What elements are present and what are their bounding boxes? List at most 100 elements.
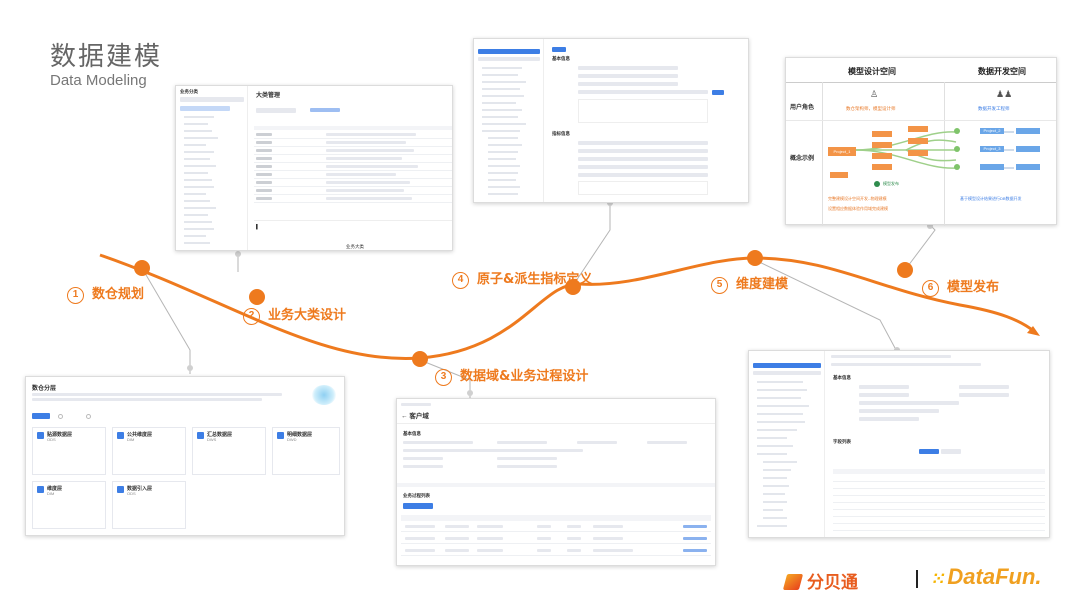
dimension-modeling-screenshot: 基本信息 字段列表 — [748, 350, 1050, 538]
metric-section-basic: 基本信息 — [552, 56, 570, 61]
step-dot-4 — [565, 279, 581, 295]
model-space-diagram: 模型设计空间 数据开发空间 用户角色 概念示例 ♙ 数仓架构师，模型设计师 ♟♟… — [785, 57, 1057, 226]
concept-publish: 模型发布 — [883, 181, 899, 186]
concept-project-3: Project_3 — [980, 146, 1004, 152]
concept-note-3: 基于模型设计结果进行DB数据开发 — [960, 196, 1022, 201]
page-subtitle: Data Modeling — [50, 72, 147, 89]
logo-separator — [916, 570, 918, 588]
step-1: 1 数仓规划 — [67, 283, 144, 304]
step-dot-2 — [249, 289, 265, 305]
step-5-number: 5 — [711, 277, 728, 294]
concept-project-1: Project_1 — [828, 147, 856, 156]
layer-card-2-title: 公共维度层 — [127, 432, 153, 438]
concept-col2-title: 数据开发空间 — [978, 67, 1026, 76]
category-footer-label: 业务大类 — [346, 244, 364, 249]
sidebar-title: 业务分类 — [180, 89, 198, 94]
datafun-text: DataFun. — [947, 564, 1042, 589]
step-6-number: 6 — [922, 280, 939, 297]
page-title: 数据建模 — [50, 42, 163, 72]
dimension-main: 基本信息 字段列表 — [829, 351, 1049, 537]
step-6-label: 模型发布 — [947, 280, 1000, 295]
business-category-screenshot: 业务分类 大类管理 — [175, 85, 453, 251]
warehouse-planning-screenshot: 数仓分层 贴源数据层 ODS 公共维度层 DIM 汇总数据层 DWS 明细数据层… — [25, 376, 345, 536]
step-2-label: 业务大类设计 — [268, 308, 347, 323]
layer-card-5-code: DIM — [47, 491, 55, 496]
concept-row-role: 用户角色 — [790, 104, 815, 111]
domain-section-basic: 基本信息 — [403, 431, 421, 436]
layer-card-1[interactable]: 贴源数据层 ODS — [32, 427, 106, 475]
planning-title: 数仓分层 — [32, 386, 57, 392]
domain-process-screenshot: ← 客户域 基本信息 业务过程列表 — [396, 398, 716, 566]
concept-role2: 数据开发工程师 — [978, 106, 1010, 111]
dimension-section-basic: 基本信息 — [833, 375, 851, 380]
step-dot-6 — [897, 262, 913, 278]
step-4: 4 原子&派生指标定义 — [452, 268, 592, 289]
architect-icon: ♙ — [870, 89, 879, 99]
category-header-title: 大类管理 — [256, 93, 281, 99]
layer-card-4[interactable]: 明细数据层 DWD — [272, 427, 340, 475]
step-1-number: 1 — [67, 287, 84, 304]
category-sidebar: 业务分类 — [176, 86, 248, 250]
concept-row-example: 概念示例 — [790, 155, 815, 162]
domain-title: 客户域 — [409, 413, 429, 420]
domain-section-process: 业务过程列表 — [403, 493, 430, 498]
concept-note-2: 设置相应数据体验作用域完成建模 — [828, 206, 888, 211]
connector-line-6 — [904, 224, 936, 271]
step-dot-3 — [412, 351, 428, 367]
layer-card-3-code: DWS — [207, 437, 217, 442]
category-main: 大类管理 ▌ 业务大类 — [254, 86, 452, 250]
step-3-label: 数据域&业务过程设计 — [460, 369, 589, 384]
layer-card-5[interactable]: 维度层 DIM — [32, 481, 106, 529]
layer-card-1-code: ODS — [47, 437, 56, 442]
concept-note-1: 完整建模设计空间开发--物理建模 — [828, 196, 887, 201]
step-2: 2 业务大类设计 — [243, 304, 346, 325]
step-3: 3 数据域&业务过程设计 — [435, 365, 588, 386]
layer-card-4-code: DWD — [287, 437, 297, 442]
connector-line-2 — [141, 267, 191, 374]
layer-card-1-title: 贴源数据层 — [47, 432, 73, 438]
metric-main: 基本信息 指标信息 — [548, 39, 748, 202]
step-dot-5 — [747, 250, 763, 266]
category-footer-heading: ▌ — [256, 224, 260, 229]
concept-col1-title: 模型设计空间 — [848, 67, 896, 76]
layer-card-2-code: DIM — [127, 437, 135, 442]
concept-role1: 数仓架构师，模型设计师 — [846, 106, 896, 111]
connector-line-4 — [571, 205, 611, 288]
step-5-label: 维度建模 — [736, 277, 789, 292]
domain-title-row: ← 客户域 — [401, 413, 429, 420]
dimension-section-fields: 字段列表 — [833, 439, 851, 444]
dimension-sidebar — [749, 351, 825, 537]
layer-card-4-title: 明细数据层 — [287, 432, 313, 438]
planning-illustration — [312, 385, 336, 405]
developer-icon: ♟♟ — [996, 89, 1013, 99]
fenbeitong-logo: 分贝通 — [782, 568, 858, 593]
step-1-label: 数仓规划 — [92, 287, 145, 302]
datafun-logo: ⁙DataFun. — [932, 564, 1042, 590]
connector-dot-3 — [467, 390, 473, 396]
layer-card-6[interactable]: 数据引入层 ODS — [112, 481, 186, 529]
layer-card-6-code: ODS — [127, 491, 136, 496]
connector-dot-1 — [235, 251, 241, 257]
metric-section-info: 指标信息 — [552, 131, 570, 136]
step-3-number: 3 — [435, 369, 452, 386]
layer-card-3[interactable]: 汇总数据层 DWS — [192, 427, 266, 475]
metric-sidebar — [474, 39, 544, 202]
metric-definition-screenshot: 基本信息 指标信息 — [473, 38, 749, 203]
step-dot-1 — [134, 260, 150, 276]
connector-dot-2 — [187, 365, 193, 371]
datafun-dots-icon: ⁙ — [932, 571, 946, 588]
connector-line-5 — [754, 259, 896, 349]
concept-project-2: Project_2 — [980, 128, 1004, 134]
layer-card-3-title: 汇总数据层 — [207, 432, 233, 438]
step-2-number: 2 — [243, 308, 260, 325]
layer-card-5-title: 维度层 — [47, 486, 63, 492]
step-6: 6 模型发布 — [922, 276, 999, 297]
step-4-number: 4 — [452, 272, 469, 289]
step-4-label: 原子&派生指标定义 — [477, 272, 593, 287]
step-5: 5 维度建模 — [711, 273, 788, 294]
fenbeitong-text: 分贝通 — [807, 573, 858, 593]
fenbeitong-mark-icon — [782, 574, 804, 590]
layer-card-6-title: 数据引入层 — [127, 486, 153, 492]
layer-card-2[interactable]: 公共维度层 DIM — [112, 427, 186, 475]
